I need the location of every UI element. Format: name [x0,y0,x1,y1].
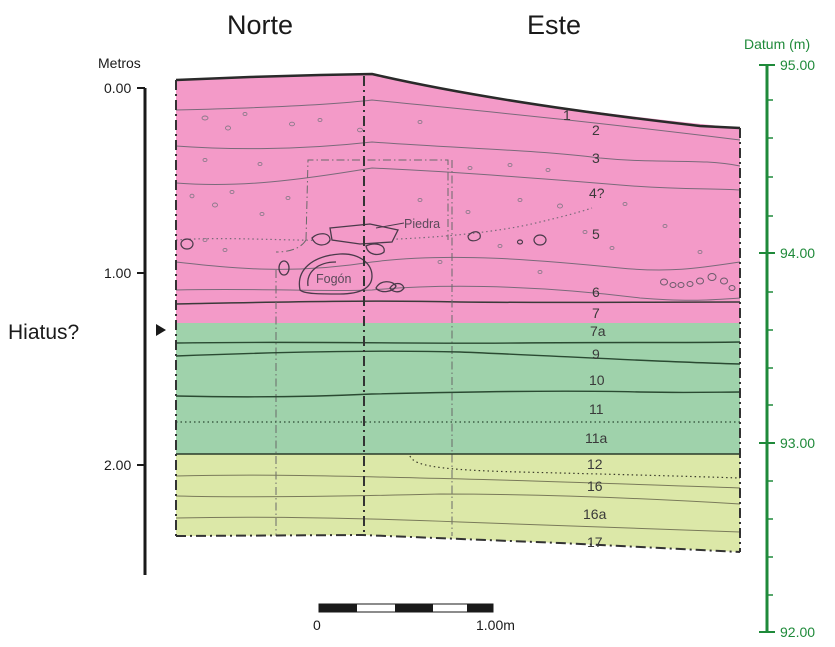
pink-boundaries [175,99,741,301]
scale-end-label: 1.00m [476,617,515,633]
boundary-6-7 [175,300,741,305]
layer-label: 2 [592,122,600,138]
layer-label: 16a [583,506,607,522]
header-norte: Norte [227,10,293,40]
depth-axis-title: Metros [98,55,141,71]
pit-outlines [275,159,453,536]
layer-label: 16 [587,478,603,494]
yellow-boundaries [175,474,741,533]
datum-tick-label: 94.00 [780,245,815,261]
datum-axis: Datum (m) 95.00 94.00 93.00 92.00 [744,36,815,640]
stone-leader-line [375,222,405,229]
layer-label: 5 [592,226,600,242]
datum-tick-label: 92.00 [780,624,815,640]
layer-label: 7a [590,323,606,339]
layer-labels: 1 2 3 4? 5 6 7 7a 9 10 11 11a 12 16 16a … [563,107,608,550]
layer-label: 12 [587,456,603,472]
stone-label: Piedra [404,217,440,231]
layer-label: 11 [589,401,604,417]
pink-zone [176,74,740,323]
hearth-label: Fogón [316,272,351,286]
layer-label: 3 [592,150,600,166]
hiatus-arrow-icon [156,324,166,336]
depth-axis: Metros 0.00 1.00 2.00 [98,55,147,575]
hearth-feature [278,253,405,295]
depth-tick-label: 1.00 [104,265,131,281]
layer-label: 9 [592,346,600,362]
scale-bar: 0 1.00m [313,603,515,633]
hiatus-label: Hiatus? [8,321,79,344]
layer-label: 7 [592,305,600,321]
layer-label: 6 [592,284,600,300]
datum-tick-label: 95.00 [780,57,815,73]
datum-axis-title: Datum (m) [744,36,810,52]
layer-label: 17 [587,534,603,550]
header-este: Este [527,10,581,40]
depth-tick-label: 2.00 [104,457,131,473]
profile-border [175,76,741,553]
loose-stones [180,231,547,250]
pebble-inclusions [189,111,703,275]
cobble-row [660,273,736,291]
layer-label: 1 [563,107,571,123]
depth-tick-label: 0.00 [104,80,131,96]
stone-feature [311,223,399,256]
green-boundaries [175,341,741,398]
scale-start-label: 0 [313,617,321,633]
surface-line [175,72,741,130]
layer-label: 11a [585,430,608,446]
datum-tick-label: 93.00 [780,435,815,451]
green-zone [176,323,740,454]
layer-label: 10 [589,372,605,388]
yellow-zone [176,454,740,552]
layer-label: 4? [589,185,605,201]
